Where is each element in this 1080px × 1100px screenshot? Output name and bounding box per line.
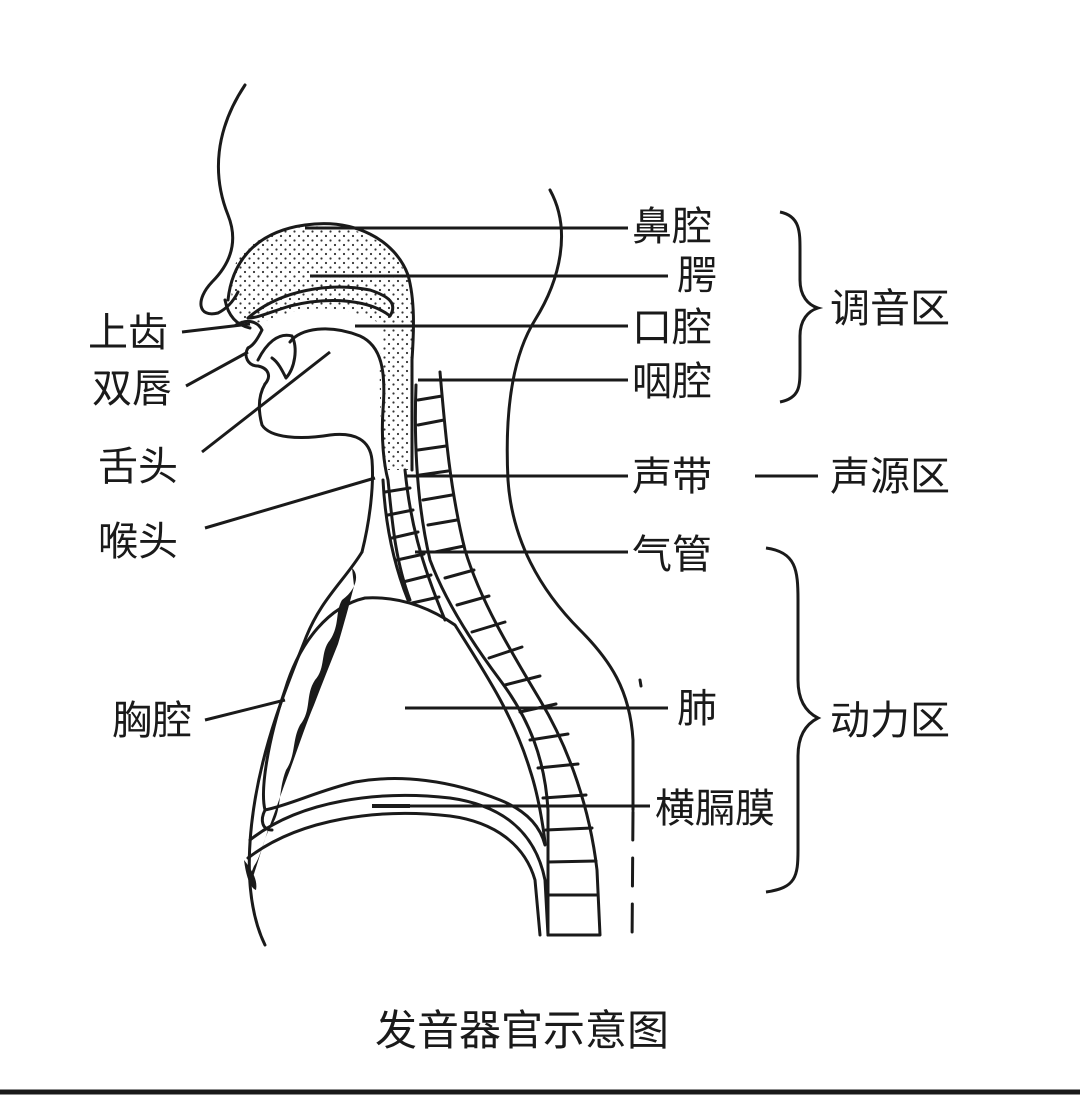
region-brackets [765,210,824,894]
label-trachea: 气管 [632,532,712,578]
label-oral-cavity: 口腔 [632,305,712,351]
label-nasal-cavity: 鼻腔 [632,204,712,250]
air-passage-shading [231,226,412,470]
back-outline [505,188,643,950]
diaphragm-shape [244,793,550,937]
label-power-region: 动力区 [830,698,950,744]
label-larynx: 喉头 [98,519,178,565]
right-labels: 鼻腔 腭 口腔 咽腔 声带 气管 肺 横膈膜 [632,204,775,832]
trachea-and-spine [381,370,602,937]
lung-outline [260,596,547,847]
label-chest-cavity: 胸腔 [112,698,192,744]
leader-lines [181,226,818,808]
label-lips: 双唇 [92,366,172,412]
label-sound-source-region: 声源区 [830,454,950,500]
label-articulation-region: 调音区 [830,286,950,332]
label-upper-teeth: 上齿 [88,310,168,356]
diagram-caption: 发音器官示意图 [375,1006,669,1055]
label-tongue: 舌头 [98,444,178,490]
left-labels: 上齿 双唇 舌头 喉头 胸腔 [88,310,192,744]
region-labels: 调音区 声源区 动力区 [830,286,950,744]
label-diaphragm: 横膈膜 [655,786,775,832]
label-vocal-cords: 声带 [632,454,712,500]
mouth-parts [234,319,412,602]
head-profile [199,83,415,472]
label-palate: 腭 [677,253,717,299]
label-pharynx: 咽腔 [632,359,712,405]
palate-shape [246,285,395,320]
label-lung: 肺 [677,686,717,732]
chest-wall [247,550,364,947]
